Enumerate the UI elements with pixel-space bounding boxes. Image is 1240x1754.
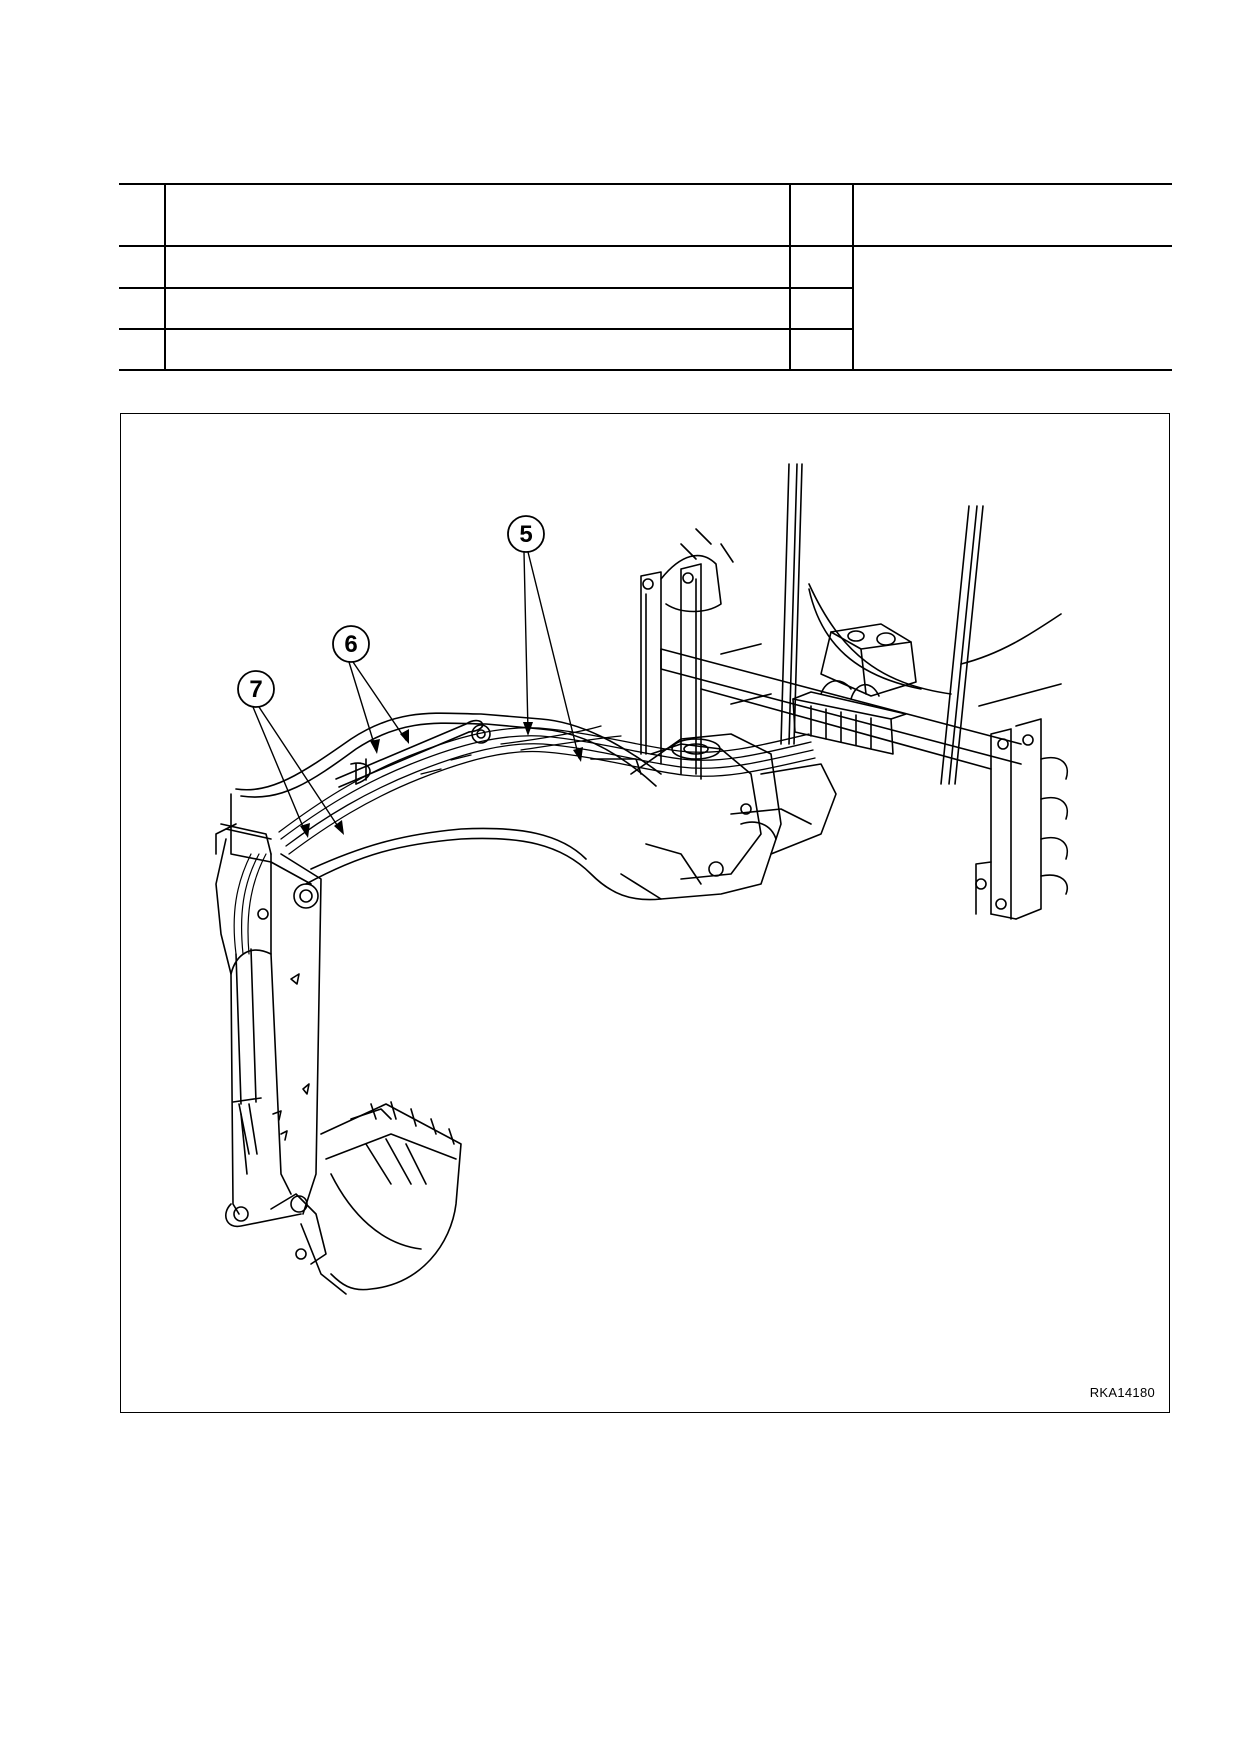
table-rule-top bbox=[119, 183, 1172, 185]
table-col-divider-3 bbox=[852, 183, 854, 371]
callout-circle-6 bbox=[332, 625, 370, 663]
backhoe-illustration: 5 6 7 bbox=[215, 463, 1068, 1295]
cab-pillars bbox=[780, 463, 1062, 785]
table-rule-row-2 bbox=[119, 328, 853, 330]
table-rule-header bbox=[119, 245, 1172, 247]
swing-casting bbox=[590, 733, 837, 900]
dipper-arm bbox=[215, 823, 322, 1215]
callout-label-5: 5 bbox=[519, 521, 532, 548]
bucket bbox=[225, 1101, 462, 1295]
figure-frame: 5 6 7 RKA14180 bbox=[120, 413, 1170, 1413]
boom bbox=[225, 712, 662, 901]
callout-circle-5 bbox=[507, 515, 545, 553]
callout-circles bbox=[237, 515, 545, 708]
table-rule-row-1 bbox=[119, 287, 853, 289]
parts-table bbox=[119, 183, 1172, 371]
callout-label-6: 6 bbox=[344, 631, 357, 658]
control-console bbox=[820, 623, 917, 697]
figure-reference-code: RKA14180 bbox=[1089, 1385, 1155, 1400]
rear-frame bbox=[640, 528, 1068, 920]
callout-leaders bbox=[252, 551, 580, 835]
callout-label-7: 7 bbox=[249, 676, 262, 703]
table-rule-bottom bbox=[119, 369, 1172, 371]
hose-bundle bbox=[278, 725, 816, 855]
table-col-divider-2 bbox=[789, 183, 791, 371]
callout-arrowheads bbox=[300, 722, 583, 838]
valve-block bbox=[792, 680, 907, 755]
table-col-divider-1 bbox=[164, 183, 166, 371]
callout-circle-7 bbox=[237, 670, 275, 708]
